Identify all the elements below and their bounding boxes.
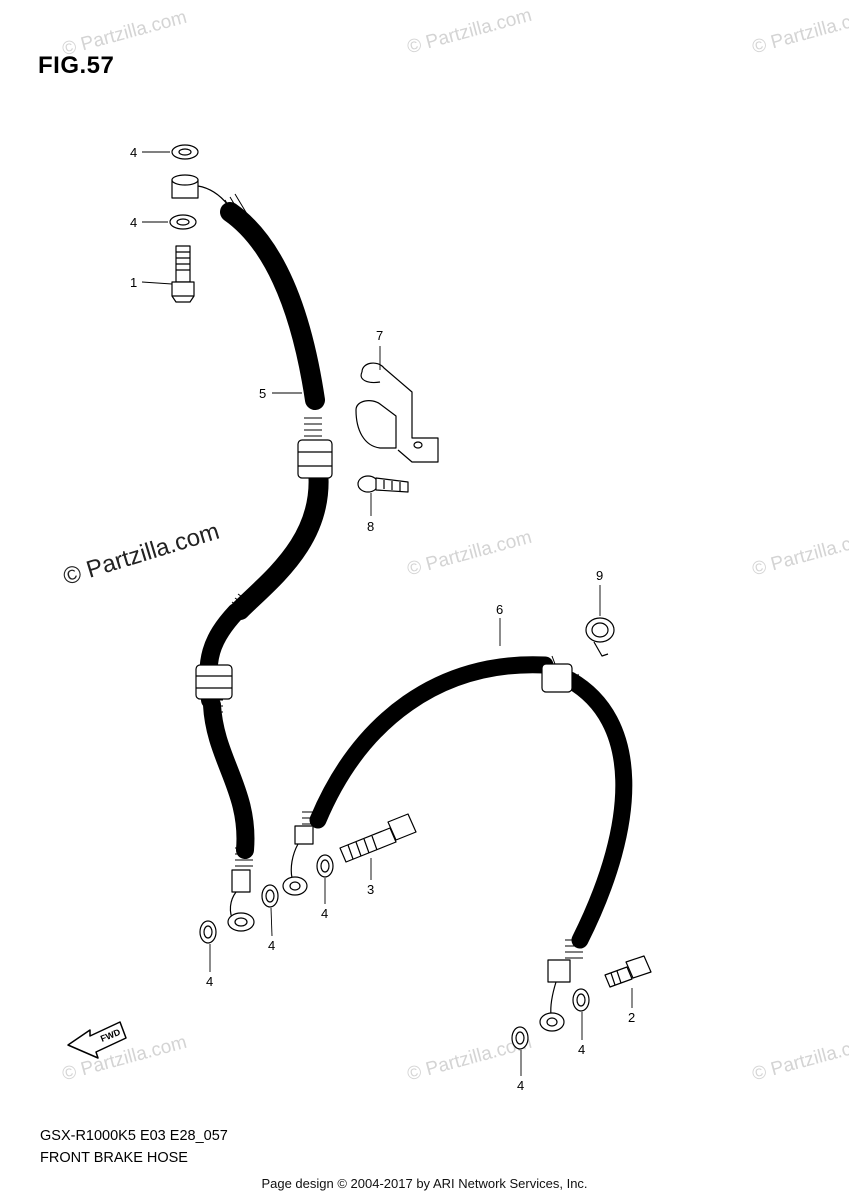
- diagram-title: FRONT BRAKE HOSE: [40, 1150, 188, 1166]
- bracket-bolt[interactable]: [357, 475, 409, 493]
- callout-1: 1: [130, 275, 137, 290]
- washer[interactable]: [572, 988, 590, 1012]
- union-bolt[interactable]: [604, 955, 652, 988]
- callout-6: 6: [496, 602, 503, 617]
- brake-hose-upper[interactable]: [171, 174, 333, 932]
- union-bolt[interactable]: [339, 813, 417, 863]
- union-bolt[interactable]: [171, 245, 195, 303]
- washer[interactable]: [261, 884, 279, 908]
- washer[interactable]: [171, 144, 199, 160]
- callout-2: 2: [628, 1010, 635, 1025]
- callout-4: 4: [578, 1042, 585, 1057]
- washer[interactable]: [316, 854, 334, 878]
- callout-7: 7: [376, 328, 383, 343]
- callout-4: 4: [130, 145, 137, 160]
- callout-3: 3: [367, 882, 374, 897]
- callout-labels: 4 4 1 5 7 8 9 6 3 4 4 4 2 4 4: [130, 145, 635, 1093]
- leader-lines: [141, 151, 633, 1076]
- callout-9: 9: [596, 568, 603, 583]
- callout-5: 5: [259, 386, 266, 401]
- callout-4: 4: [268, 938, 275, 953]
- callout-8: 8: [367, 519, 374, 534]
- fwd-arrow-icon: FWD: [67, 1021, 127, 1059]
- model-code: GSX-R1000K5 E03 E28_057: [40, 1128, 228, 1144]
- callout-4: 4: [517, 1078, 524, 1093]
- callout-4: 4: [321, 906, 328, 921]
- washer[interactable]: [511, 1026, 529, 1050]
- hose-clip[interactable]: [585, 617, 615, 657]
- page-footer: Page design © 2004-2017 by ARI Network S…: [261, 1176, 588, 1191]
- callout-4: 4: [130, 215, 137, 230]
- brake-hose-lower[interactable]: [282, 655, 633, 1032]
- figure-number: FIG.57: [38, 52, 115, 79]
- washer[interactable]: [199, 920, 217, 944]
- washer[interactable]: [169, 214, 197, 230]
- callout-4: 4: [206, 974, 213, 989]
- hose-clamp-bracket[interactable]: [355, 362, 439, 463]
